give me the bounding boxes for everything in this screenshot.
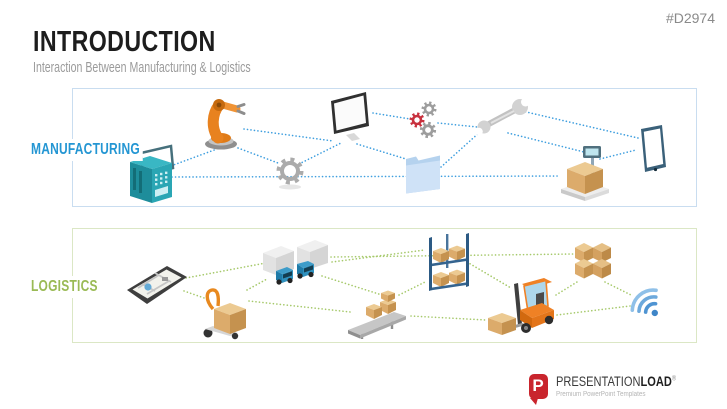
logo-tagline: Premium PowerPoint Templates [555,391,646,398]
folder-icon [406,155,440,194]
conveyor-belt-icon [348,290,406,339]
tablet-map-icon [127,266,187,304]
rack-boxes [433,245,465,287]
storage-rack-icon [429,233,469,291]
forklift-box [488,313,516,335]
logo-p-icon: P [528,374,548,405]
small-gears-icon [409,101,437,139]
page-title: INTRODUCTION [33,26,216,58]
wifi-signal-icon [630,288,658,317]
forklift-icon [488,278,554,335]
trucks-icon [263,240,328,285]
pallet-jack-icon [203,288,246,340]
page-subtitle: Interaction Between Manufacturing & Logi… [33,60,251,76]
manufacturing-label: MANUFACTURING [31,139,143,161]
box-on-scale-icon [561,146,609,201]
stacked-boxes [575,243,611,279]
logo-brand-text: PRESENTATIONLOAD® [555,374,676,389]
gear-icon [276,157,304,190]
slide-id-tag: #D2974 [665,10,715,26]
truck-back [297,240,328,279]
wrench-icon [475,98,530,136]
monitor-icon [331,92,369,141]
presentationload-logo: P PRESENTATIONLOAD® Premium PowerPoint T… [528,374,702,405]
box-stack-icon [575,243,611,279]
truck-front [263,246,294,285]
logistics-label: LOGISTICS [31,276,101,298]
tablet-icon [641,125,666,172]
robot-arm-icon [205,99,246,150]
